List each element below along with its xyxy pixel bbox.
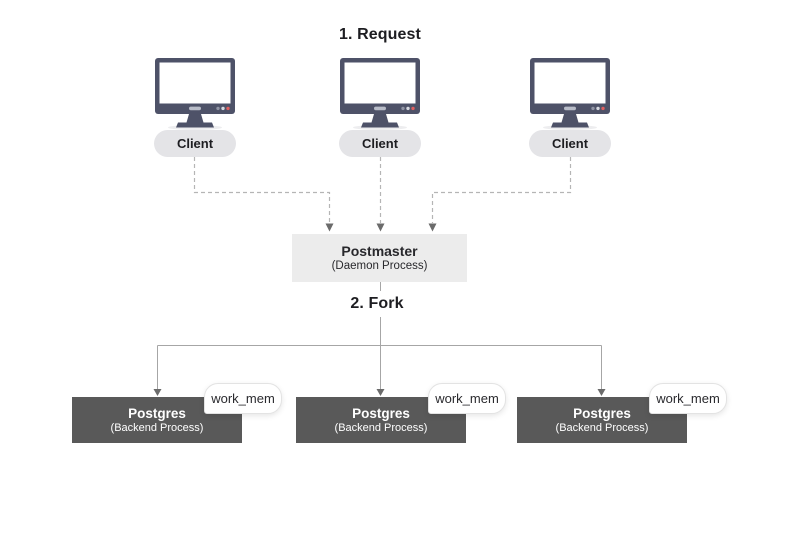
dashed-connector-right (431, 157, 572, 223)
backend-subtitle: (Backend Process) (555, 421, 649, 434)
request-step-label: 1. Request (339, 26, 421, 43)
client-label: Client (176, 136, 214, 151)
postmaster-subtitle: (Daemon Process) (331, 260, 428, 272)
client-label-pill: Client (339, 130, 421, 157)
postmaster-box: Postmaster (Daemon Process) (292, 234, 467, 282)
backend-subtitle: (Backend Process) (334, 421, 428, 434)
arrowhead-icon (325, 223, 334, 232)
backend-title: Postgres (128, 405, 186, 421)
work-mem-badge-label: work_mem (656, 391, 720, 406)
work-mem-badge-label: work_mem (211, 391, 275, 406)
backend-title: Postgres (352, 405, 410, 421)
client-group-2: Client (338, 58, 422, 157)
work-mem-badge-label: work_mem (435, 391, 499, 406)
dashed-connector-left (193, 157, 331, 223)
desktop-monitor-icon (530, 58, 610, 130)
work-mem-badge: work_mem (428, 383, 506, 414)
client-group-3: Client (528, 58, 612, 157)
backend-title: Postgres (573, 405, 631, 421)
client-label-pill: Client (154, 130, 236, 157)
arrowhead-icon (597, 389, 606, 396)
arrowhead-icon (153, 389, 162, 396)
work-mem-badge: work_mem (649, 383, 727, 414)
arrowhead-icon (428, 223, 437, 232)
postmaster-title: Postmaster (341, 243, 418, 259)
client-label-pill: Client (529, 130, 611, 157)
client-label: Client (361, 136, 399, 151)
backend-subtitle: (Backend Process) (110, 421, 204, 434)
arrowhead-icon (376, 223, 385, 232)
work-mem-badge: work_mem (204, 383, 282, 414)
desktop-monitor-icon (155, 58, 235, 130)
desktop-monitor-icon (340, 58, 420, 130)
client-label: Client (551, 136, 589, 151)
client-group-1: Client (153, 58, 237, 157)
arrowhead-icon (376, 389, 385, 396)
fork-step-label: 2. Fork (350, 295, 404, 312)
